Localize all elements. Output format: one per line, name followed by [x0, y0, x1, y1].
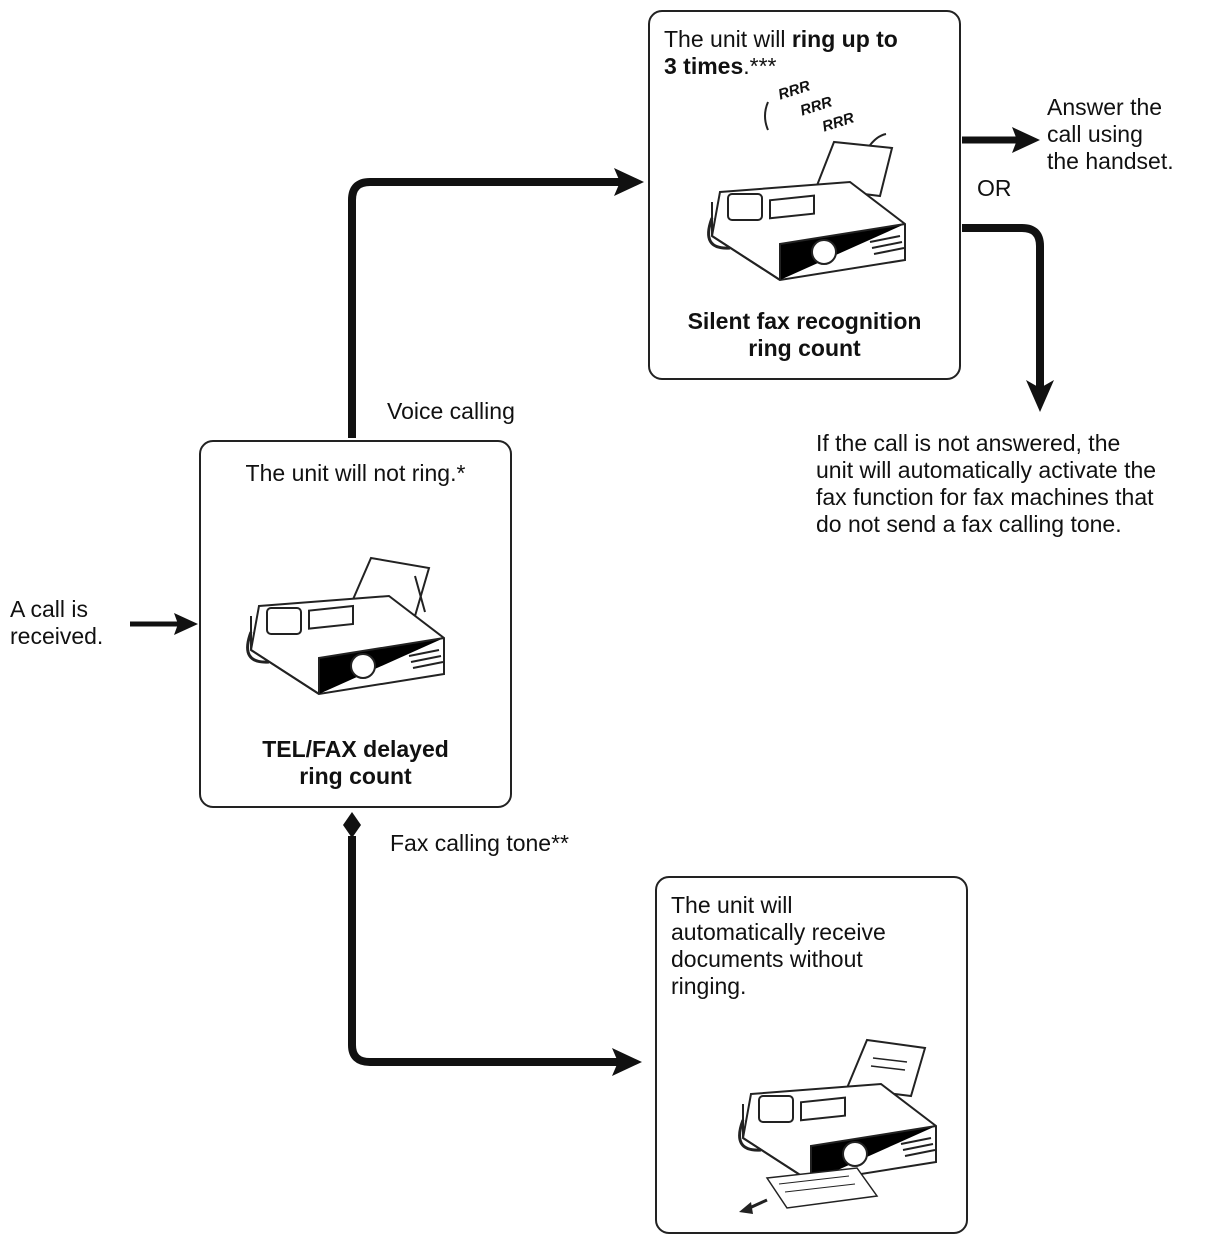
answer-arrowhead: [1012, 127, 1040, 153]
incoming-arrowhead: [174, 613, 198, 635]
fax-machine-icon: [246, 556, 445, 696]
silent-line2-bold: 3 times: [664, 53, 744, 79]
answer-line2: call using: [1047, 121, 1143, 147]
auto-receive-line2: automatically receive: [671, 919, 886, 945]
silent-title-line1: Silent fax recognition: [687, 308, 922, 334]
answer-line3: the handset.: [1047, 148, 1174, 174]
unanswered-line4: do not send a fax calling tone.: [816, 511, 1122, 537]
answer-text: Answer the call using the handset.: [1047, 94, 1174, 175]
delayed-title-line1: TEL/FAX delayed: [262, 736, 449, 762]
unanswered-arrowhead: [1026, 380, 1054, 412]
silent-title: Silent fax recognition ring count: [650, 308, 959, 362]
voice-calling-label: Voice calling: [387, 398, 515, 424]
unanswered-text: If the call is not answered, the unit wi…: [816, 430, 1211, 538]
unanswered-line1: If the call is not answered, the: [816, 430, 1121, 456]
fax-calling-tone-label: Fax calling tone**: [390, 830, 569, 856]
or-label: OR: [977, 175, 1012, 201]
fax-tone-arrowhead: [612, 1048, 642, 1076]
ringing-fax-machine-icon: [707, 101, 906, 282]
delayed-note: The unit will not ring.*: [245, 460, 466, 486]
incoming-call-label: A call is received.: [10, 596, 103, 650]
delayed-title: TEL/FAX delayed ring count: [201, 736, 510, 790]
silent-lead-text: The unit will ring up to 3 times.***: [664, 26, 954, 80]
voice-path: [348, 178, 630, 438]
silent-lead: The unit will: [664, 26, 792, 52]
unanswered-path: [962, 224, 1044, 395]
auto-receive-text: The unit will automatically receive docu…: [671, 892, 961, 1000]
incoming-line2: received.: [10, 623, 104, 649]
auto-receive-line4: ringing.: [671, 973, 747, 999]
auto-receive-line1: The unit will: [671, 892, 793, 918]
silent-fax-box: The unit will ring up to 3 times.*** RRR…: [648, 10, 961, 380]
silent-title-line2: ring count: [748, 335, 861, 361]
fax-tone-diamond: [343, 812, 361, 838]
incoming-line1: A call is: [10, 596, 88, 622]
receiving-fax-machine-icon: [738, 1038, 937, 1214]
fax-tone-path: [348, 836, 628, 1066]
auto-receive-line3: documents without: [671, 946, 863, 972]
delayed-title-line2: ring count: [299, 763, 412, 789]
unanswered-line3: fax function for fax machines that: [816, 484, 1154, 510]
auto-receive-box: The unit will automatically receive docu…: [655, 876, 968, 1234]
silent-line2-rest: .***: [743, 53, 777, 79]
silent-lead-bold: ring up to: [791, 26, 898, 52]
unanswered-line2: unit will automatically activate the: [816, 457, 1157, 483]
voice-arrowhead: [614, 168, 644, 196]
delayed-ring-box: The unit will not ring.* TEL/FAX delayed…: [199, 440, 512, 808]
answer-line1: Answer the: [1047, 94, 1163, 120]
